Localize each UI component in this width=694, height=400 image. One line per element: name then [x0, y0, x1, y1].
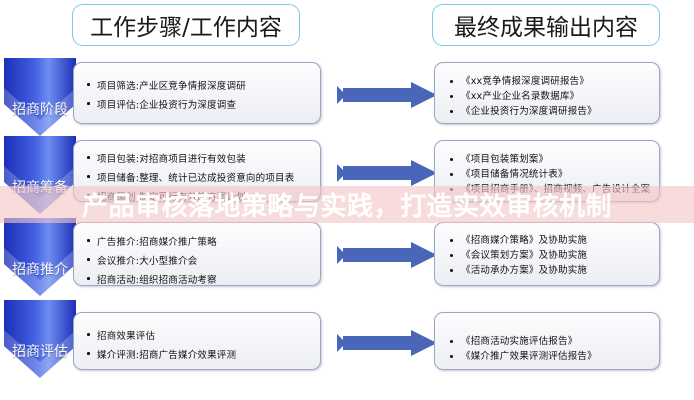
- list-item: 媒介评测:招商广告媒介效果评测: [86, 346, 310, 365]
- list-item: 项目包装:对招商项目进行有效包装: [86, 150, 310, 169]
- list-item: 项目筛选:产业区竞争情报深度调研: [86, 77, 310, 96]
- list-item: 会议推介:大小型推介会: [86, 252, 310, 271]
- outputs-list-1: 《xx竞争情报深度调研报告》 《xx产业企业名录数据库》 《企业投资行为深度调研…: [447, 70, 649, 119]
- arrow-right-icon: [337, 330, 437, 356]
- outputs-box-2: 《项目包装策划案》 《项目储备情况统计表》 《项目招商手册》、招商视频、广告设计…: [434, 140, 660, 202]
- list-item: 招商活动:组织招商活动考察: [86, 271, 310, 290]
- list-item: 《xx产业企业名录数据库》: [447, 89, 649, 104]
- stage-label-2: 招商筹备: [12, 180, 68, 196]
- steps-box-3: 广告推介:招商媒介推广策略 会议推介:大小型推介会 招商活动:组织招商活动考察: [73, 222, 321, 286]
- column-header-right: 最终成果输出内容: [432, 4, 660, 46]
- steps-list-4: 招商效果评估 媒介评测:招商广告媒介效果评测: [86, 320, 310, 365]
- outputs-list-3: 《招商媒介策略》及协助实施 《会议策划方案》及协助实施 《活动承办方案》及协助实…: [447, 230, 649, 278]
- list-item: 《招商媒介策略》及协助实施: [447, 233, 649, 248]
- steps-list-1: 项目筛选:产业区竞争情报深度调研 项目评估:企业投资行为深度调查: [86, 70, 310, 115]
- outputs-box-1: 《xx竞争情报深度调研报告》 《xx产业企业名录数据库》 《企业投资行为深度调研…: [434, 62, 660, 124]
- chevron-down-icon: [4, 58, 76, 136]
- stage-chevron-1: 招商阶段: [4, 58, 76, 136]
- stage-label-1: 招商阶段: [12, 102, 68, 118]
- steps-list-3: 广告推介:招商媒介推广策略 会议推介:大小型推介会 招商活动:组织招商活动考察: [86, 230, 310, 290]
- list-item: 《xx竞争情报深度调研报告》: [447, 74, 649, 89]
- stage-chevron-3: 招商推介: [4, 218, 76, 296]
- list-item: 《会议策划方案》及协助实施: [447, 248, 649, 263]
- flow-arrow-2: [337, 156, 437, 190]
- list-item: 招商效果评估: [86, 327, 310, 346]
- stage-label-4: 招商评估: [12, 344, 68, 360]
- list-item: 《项目储备情况统计表》: [447, 167, 649, 182]
- steps-box-4: 招商效果评估 媒介评测:招商广告媒介效果评测: [73, 312, 321, 370]
- column-header-left: 工作步骤/工作内容: [72, 4, 300, 46]
- list-item: 项目评估:企业投资行为深度调查: [86, 96, 310, 115]
- flow-arrow-4: [337, 326, 437, 360]
- outputs-box-4: 《招商活动实施评估报告》 《媒介推广效果评测评估报告》: [434, 312, 660, 370]
- list-item: 广告推介:招商媒介推广策略: [86, 233, 310, 252]
- outputs-list-4: 《招商活动实施评估报告》 《媒介推广效果评测评估报告》: [447, 320, 649, 364]
- flow-arrow-1: [337, 78, 437, 112]
- arrow-right-icon: [337, 82, 437, 108]
- list-item: 《项目包装策划案》: [447, 152, 649, 167]
- stage-chevron-4: 招商评估: [4, 300, 76, 378]
- arrow-right-icon: [337, 160, 437, 186]
- steps-list-2: 项目包装:对招商项目进行有效包装 项目储备:整理、统计已达成投资意向的项目表 招…: [86, 148, 310, 207]
- flow-arrow-3: [337, 238, 437, 272]
- outputs-box-3: 《招商媒介策略》及协助实施 《会议策划方案》及协助实施 《活动承办方案》及协助实…: [434, 222, 660, 286]
- list-item: 项目储备:整理、统计已达成投资意向的项目表: [86, 169, 310, 188]
- list-item: 《项目招商手册》、招商视频、广告设计全案: [447, 182, 650, 197]
- list-item: 《媒介推广效果评测评估报告》: [447, 349, 649, 364]
- steps-box-2: 项目包装:对招商项目进行有效包装 项目储备:整理、统计已达成投资意向的项目表 招…: [73, 140, 321, 203]
- chevron-down-icon: [4, 218, 76, 296]
- stage-chevron-2: 招商筹备: [4, 136, 76, 214]
- list-item: 《企业投资行为深度调研报告》: [447, 104, 649, 119]
- list-item: 招商策划:制定可行有效的方案计划: [86, 188, 310, 207]
- chevron-down-icon: [4, 136, 76, 214]
- list-item: 《活动承办方案》及协助实施: [447, 263, 649, 278]
- chevron-down-icon: [4, 300, 76, 378]
- arrow-right-icon: [337, 242, 437, 268]
- stage-label-3: 招商推介: [12, 262, 68, 278]
- steps-box-1: 项目筛选:产业区竞争情报深度调研 项目评估:企业投资行为深度调查: [73, 62, 321, 124]
- outputs-list-2: 《项目包装策划案》 《项目储备情况统计表》 《项目招商手册》、招商视频、广告设计…: [447, 148, 650, 197]
- list-item: 《招商活动实施评估报告》: [447, 334, 649, 349]
